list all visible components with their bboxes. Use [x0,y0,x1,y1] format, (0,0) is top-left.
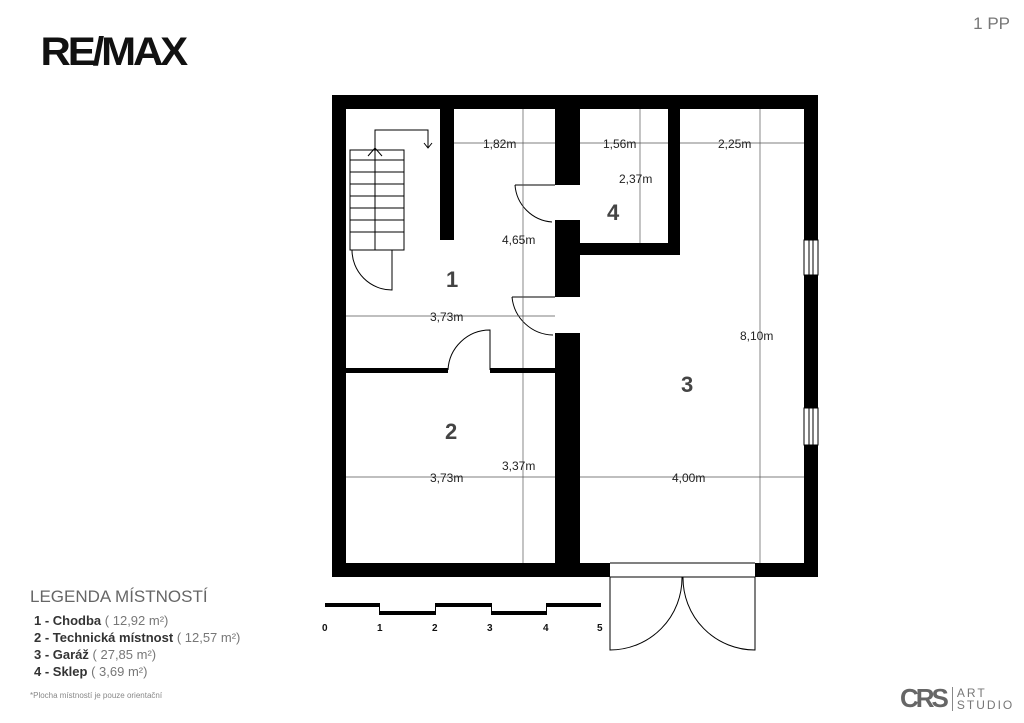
floor-label: 1 PP [973,14,1010,33]
windows [803,239,819,446]
dim-4-65: 4,65m [502,233,535,247]
brand-art: ART [956,685,987,700]
stairs [349,129,433,251]
room-4-label: 4 [607,200,620,225]
dim-3-37: 3,37m [502,459,535,473]
dimension-lines [346,109,804,563]
legend-item-area: ( 12,92 m²) [104,613,169,628]
scale-0: 0 [322,623,328,634]
room-1-label: 1 [446,267,458,292]
dim-4-00: 4,00m [672,471,705,485]
dim-2-25: 2,25m [718,137,751,151]
dim-3-73-a: 3,73m [430,310,463,324]
dim-2-37: 2,37m [619,172,652,186]
dim-1-56: 1,56m [603,137,636,151]
scale-1: 1 [377,623,383,634]
legend-item-name: 2 - Technická místnost [34,630,174,645]
legend-note: *Plocha místností je pouze orientační [30,691,163,700]
scale-2: 2 [432,623,438,634]
scale-bar [325,603,601,615]
remax-logo: RE/MAX [40,30,189,74]
scale-5: 5 [597,623,603,634]
dim-8-10: 8,10m [740,329,773,343]
scale-3: 3 [487,623,493,634]
legend-item: 2 - Technická místnost ( 12,57 m²) [34,630,240,645]
legend-item: 1 - Chodba ( 12,92 m²) [34,613,240,628]
legend-item-area: ( 3,69 m²) [91,664,148,679]
scale-4: 4 [543,623,549,634]
legend-title: LEGENDA MÍSTNOSTÍ [30,587,208,606]
legend-item-area: ( 27,85 m²) [92,647,157,662]
room-2-label: 2 [445,419,457,444]
legend-item-name: 1 - Chodba [34,613,102,628]
room-3-label: 3 [681,372,693,397]
brand-crs: CRS [900,683,949,713]
legend-item-name: 4 - Sklep [34,664,88,679]
doors [351,184,756,651]
legend-item: 4 - Sklep ( 3,69 m²) [34,664,240,679]
dim-3-73-b: 3,73m [430,471,463,485]
legend-item: 3 - Garáž ( 27,85 m²) [34,647,240,662]
dim-1-82: 1,82m [483,137,516,151]
room-legend: LEGENDA MÍSTNOSTÍ 1 - Chodba ( 12,92 m²)… [30,587,240,700]
walls [332,95,818,577]
legend-item-name: 3 - Garáž [34,647,89,662]
legend-item-area: ( 12,57 m²) [176,630,241,645]
brand-studio: STUDIO [956,697,1015,712]
